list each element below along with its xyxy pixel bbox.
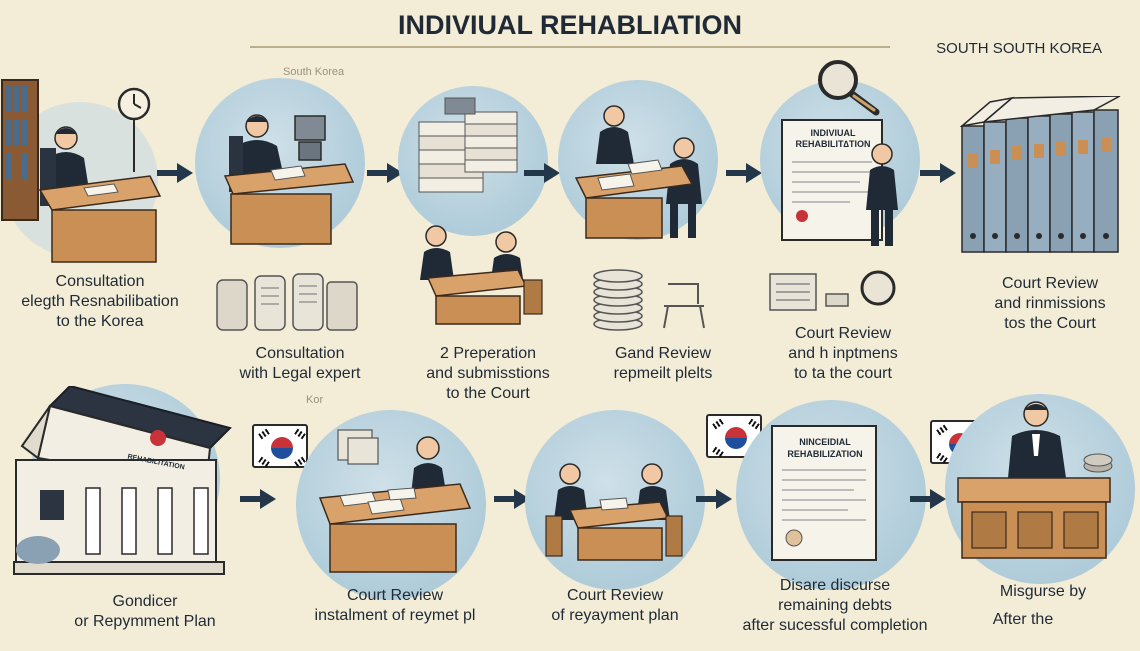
step-9-caption: Court Review of reyayment plan (515, 586, 715, 626)
caption-line: Consultation (255, 345, 345, 362)
caption-line: tos the Court (1004, 315, 1096, 332)
arrow-right-icon (238, 486, 278, 512)
scene-installment-review (310, 428, 480, 578)
caption-line: and submisstions (426, 365, 550, 382)
scene-paper-stacks (405, 92, 525, 212)
caption-line: to the Court (446, 385, 530, 402)
page-title: INDIVIUAL REHABLIATION (398, 10, 742, 40)
scene-review-desk (562, 94, 722, 244)
caption-line: after sucessful completion (742, 617, 928, 634)
arrow-right-icon (492, 486, 532, 512)
scene-judge-bench (950, 396, 1130, 566)
caption-line: Gondicer (112, 593, 178, 610)
caption-line: instalment of reymet pl (314, 607, 476, 624)
rehabilitation-document: INDIVIUAL REHABILIT∆TION (780, 118, 886, 244)
doc-title-line: REHABILIZATION (787, 449, 863, 459)
step-11-caption: Misgurse by After the (948, 582, 1138, 630)
scene-meeting-table (408, 220, 548, 330)
caption-line: and rinmissions (994, 295, 1106, 312)
step-2-caption: Consultation with Legal expert (210, 344, 390, 384)
caption-line: Misgurse by (999, 583, 1087, 600)
caption-line: Court Review (346, 587, 444, 604)
scene-legal-expert (195, 78, 365, 258)
caption-line: After the (992, 611, 1054, 628)
small-review-icons (768, 266, 898, 318)
title-divider (250, 46, 890, 48)
caption-line: and h inptmens (788, 345, 898, 362)
scene-repayment-meeting (540, 460, 690, 570)
arrow-right-icon (155, 160, 195, 186)
magnifier-icon (812, 56, 884, 118)
caption-line: of reyayment plan (551, 607, 679, 624)
doc-title-line: INDIVIUAL (810, 128, 856, 138)
scene-presenter (856, 140, 906, 250)
arrow-right-icon (522, 160, 562, 186)
scene-consultation-office (0, 60, 170, 270)
caption-line: Gand Review (614, 345, 712, 362)
step-6-caption: Court Review and rinmissions tos the Cou… (960, 274, 1140, 334)
doc-title-line: NINCEIDIAL (799, 437, 851, 447)
step-7-caption: Gondicer or Repymment Plan (50, 592, 240, 632)
scene-binders (960, 96, 1135, 261)
caption-line: Court Review (1001, 275, 1099, 292)
coin-stack-and-chair-icons (592, 268, 722, 332)
caption-line: 2 Preperation (439, 345, 537, 362)
faint-label-south-korea: South Korea (283, 66, 345, 78)
arrow-right-icon (694, 486, 734, 512)
caption-line: with Legal expert (239, 365, 361, 382)
caption-line: Consultation (55, 273, 145, 290)
discharge-document: NINCEIDIAL REHABILIZATION (770, 424, 880, 564)
caption-line: to ta the court (794, 365, 892, 382)
arrow-right-icon (908, 486, 948, 512)
step-8-caption: Court Review instalment of reymet pl (290, 586, 500, 626)
step-10-caption: Disare discurse remaining debts after su… (720, 576, 950, 636)
caption-line: Disare discurse (779, 577, 891, 594)
caption-line: or Repymment Plan (74, 613, 216, 630)
arrow-right-icon (724, 160, 764, 186)
step-1-caption: Consultation elegth Resnabilibation to t… (0, 272, 200, 332)
step-4-caption: Gand Review repmeilt plelts (578, 344, 748, 384)
caption-line: elegth Resnabilibation (21, 293, 179, 310)
doc-title-line: REHABILIT∆TION (795, 139, 871, 149)
caption-line: Court Review (566, 587, 664, 604)
document-stack-icons (215, 272, 360, 334)
caption-line: to the Korea (56, 313, 144, 330)
scene-court-building: REHABILITATION (10, 386, 235, 586)
caption-line: repmeilt plelts (613, 365, 713, 382)
korean-flag-icon (252, 424, 308, 468)
arrow-right-icon (365, 160, 405, 186)
arrow-right-icon (918, 160, 958, 186)
caption-line: Court Review (794, 325, 892, 342)
step-5-caption: Court Review and h inptmens to ta the co… (758, 324, 928, 384)
country-label: SOUTH SOUTH KOREA (936, 40, 1102, 57)
caption-line: remaining debts (778, 597, 892, 614)
faint-label-kor: Kor (306, 394, 324, 406)
step-3-caption: 2 Preperation and submisstions to the Co… (398, 344, 578, 404)
